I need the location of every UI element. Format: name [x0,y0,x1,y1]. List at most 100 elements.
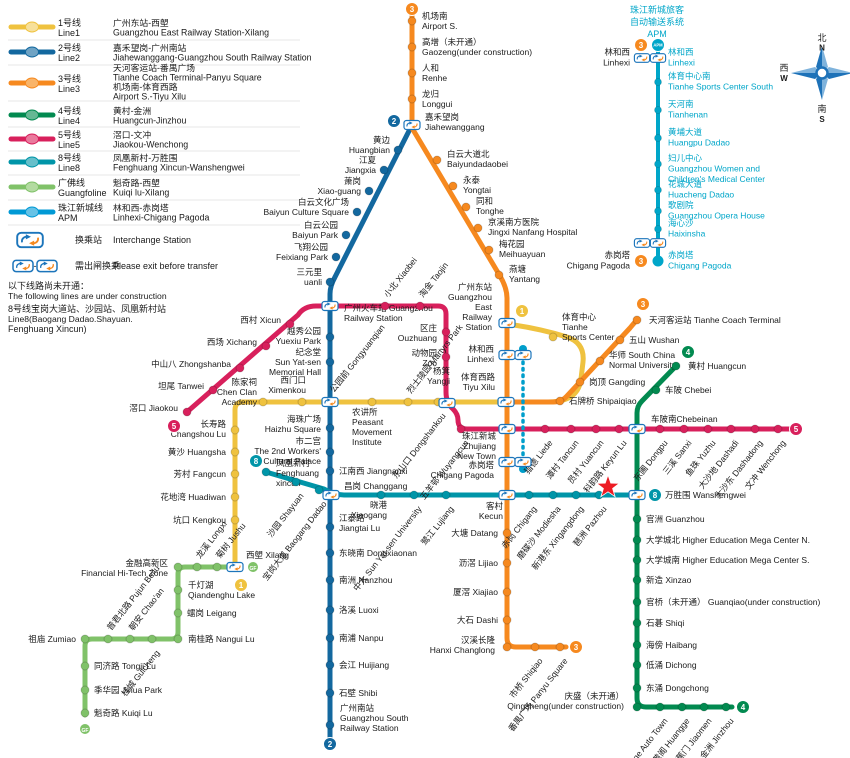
svg-text:4: 4 [741,703,746,712]
station-tanwei: 坦尾 Tanwei [158,381,218,395]
svg-text:同济路 Tongji Lu: 同济路 Tongji Lu [94,661,156,671]
svg-text:珠江新城线: 珠江新城线 [58,202,103,213]
svg-text:Interchange Station: Interchange Station [113,235,191,245]
line-badge-gf: GF [79,723,91,735]
svg-text:Line3: Line3 [58,84,80,94]
svg-text:西场 Xichang: 西场 Xichang [207,337,257,347]
svg-text:车陂 Chebei: 车陂 Chebei [665,385,711,395]
svg-text:1: 1 [520,307,525,316]
interchange-icon [498,349,516,361]
svg-text:Tianhe Coach Terminal-Panyu Sq: Tianhe Coach Terminal-Panyu Square [113,73,262,83]
svg-text:西塱 Xilang: 西塱 Xilang [246,550,289,560]
station-jiaokou: 滘口 Jiaokou [129,403,192,417]
svg-text:沥滘 Lijiao: 沥滘 Lijiao [459,558,498,568]
svg-text:N: N [819,44,825,53]
station-tianhe-coach-terminal: 天河客运站 Tianhe Coach Terminal [632,315,781,325]
station-dongchong: 东涌 Dongchong [632,683,709,693]
svg-text:天河客运站-番禺广场: 天河客运站-番禺广场 [113,62,195,73]
svg-text:2号线: 2号线 [58,42,81,53]
svg-text:黄村-金洲: 黄村-金洲 [113,105,151,116]
current-location-star [595,473,621,498]
station-jihua-park: 季华园 Jihua Park [80,685,163,695]
station-kuiqi-lu: 魁奇路 Kuiqi Lu [80,708,153,718]
station-nanpu: 南浦 Nanpu [325,633,384,643]
station-shipaiqiao: 石牌桥 Shipaiqiao [555,396,637,406]
interchange-icon [16,231,44,249]
line-badge-3: 3 [634,254,648,268]
station-changgang: 昌岗 Changgang [322,481,408,501]
svg-text:Jiahewanggang-Guangzhou South: Jiahewanggang-Guangzhou South Railway St… [113,53,312,63]
svg-text:魁奇路 Kuiqi Lu: 魁奇路 Kuiqi Lu [94,708,153,718]
svg-text:滘口-文冲: 滘口-文冲 [113,129,151,140]
svg-text:天河客运站 Tianhe Coach Terminal: 天河客运站 Tianhe Coach Terminal [649,315,781,325]
station-wanshengwei: 万胜围 Wanshengwei [628,489,746,501]
svg-text:机场南-体育西路: 机场南-体育西路 [113,81,178,92]
svg-text:8号线宝岗大道站、沙园站、凤凰新村站: 8号线宝岗大道站、沙园站、凤凰新村站 [8,303,166,314]
line-badge-1: 1 [515,304,529,318]
svg-text:Fenghuang Xincun): Fenghuang Xincun) [8,324,87,334]
station-xiajiao: 厦滘 Xiajiao [453,587,512,597]
interchange-icon [628,489,646,501]
station-haibang: 海傍 Haibang [632,640,697,650]
svg-text:Linhexi-Chigang Pagoda: Linhexi-Chigang Pagoda [113,213,209,223]
svg-text:车陂南Chebeinan: 车陂南Chebeinan [651,414,718,424]
station-jiangnanxi: 江南西 Jiangnanxi [325,466,408,476]
svg-text:3: 3 [639,41,644,50]
line-badge-2: 2 [323,737,337,751]
svg-text:需出闸换乘: 需出闸换乘 [75,260,120,271]
station-xicun: 西村 Xicun [240,315,295,329]
svg-text:广佛线: 广佛线 [58,177,85,188]
svg-text:北: 北 [817,33,826,43]
station-nangui-lu: 南桂路 Nangui Lu [173,634,255,644]
line-badge-3: 3 [569,640,583,654]
interchange-icon [403,119,421,131]
station-huangcun: 黄村 Huangcun [671,361,746,371]
interchange-icon [497,396,515,408]
svg-text:南洲 Nanzhou: 南洲 Nanzhou [339,575,393,585]
interchange-icon [633,53,651,63]
svg-text:S: S [819,115,825,124]
svg-text:Line5: Line5 [58,140,80,150]
